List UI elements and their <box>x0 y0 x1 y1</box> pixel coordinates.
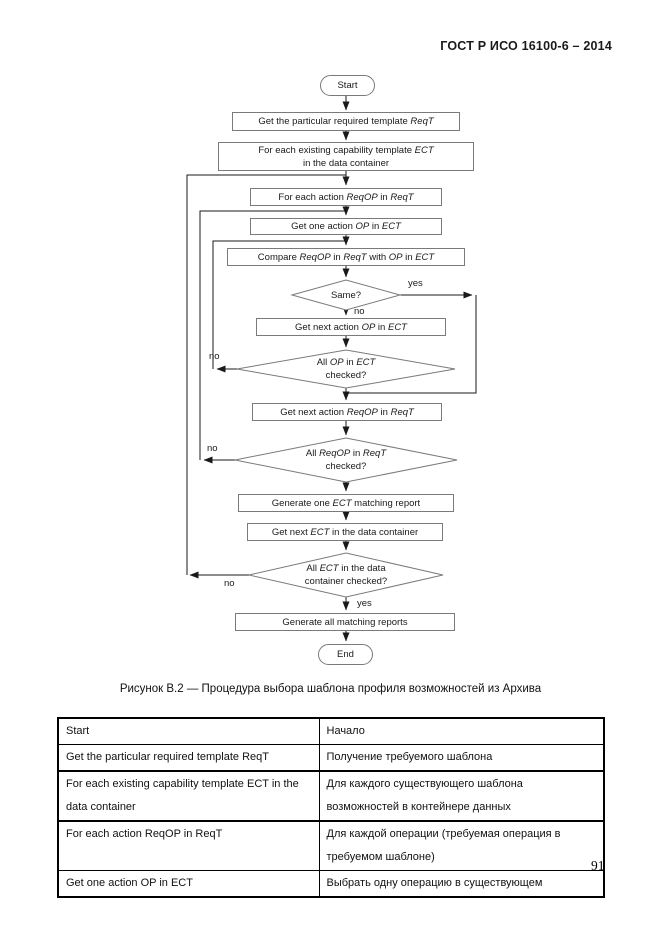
edge-label-no-same: no <box>354 306 365 317</box>
edge-label-yes-all-ect: yes <box>357 598 372 609</box>
table-cell-ru: Начало <box>318 718 604 745</box>
flowchart-node-end: End <box>318 644 373 665</box>
table-row: For each existing capability template EC… <box>58 771 604 822</box>
table-cell-en: Start <box>58 718 319 745</box>
flowchart-node-for-each-ect: For each existing capability template EC… <box>218 142 474 171</box>
flowchart-node-get-one-op: Get one action OP in ECT <box>250 218 442 235</box>
table-cell-ru: Для каждой операции (требуемая операция … <box>318 821 604 871</box>
flowchart-figure: Start Get the particular required templa… <box>186 75 477 665</box>
table-cell-en: Get the particular required template Req… <box>58 744 319 772</box>
figure-caption: Рисунок В.2 — Процедура выбора шаблона п… <box>119 683 542 695</box>
edge-label-yes-same: yes <box>408 278 423 289</box>
edge-label-no-all-reqop: no <box>207 443 218 454</box>
flowchart-node-get-required-template: Get the particular required template Req… <box>232 112 460 131</box>
edge-label-no-all-ect: no <box>224 578 235 589</box>
flowchart-node-get-next-op: Get next action OP in ECT <box>256 318 446 336</box>
flowchart-node-compare-ops: Compare ReqOP in ReqT with OP in ECT <box>227 248 465 266</box>
table-row: For each action ReqOP in ReqT Для каждой… <box>58 821 604 871</box>
edge-label-no-all-op: no <box>209 351 220 362</box>
flowchart-node-generate-one-report: Generate one ECT matching report <box>238 494 454 512</box>
flowchart-node-generate-all-reports: Generate all matching reports <box>235 613 455 631</box>
table-cell-ru: Получение требуемого шаблона <box>318 744 604 772</box>
table-cell-ru: Для каждого существующего шаблона возмож… <box>318 771 604 822</box>
table-cell-en: For each existing capability template EC… <box>58 771 319 822</box>
decision-label-same: Same? <box>330 289 362 301</box>
table-cell-en: Get one action OP in ECT <box>66 877 193 889</box>
translation-table: Start Начало Get the particular required… <box>57 717 605 898</box>
table-cell-en: For each action ReqOP in ReqT <box>58 821 319 871</box>
flowchart-node-for-each-reqop: For each action ReqOP in ReqT <box>250 188 442 206</box>
table-row: Start Начало <box>58 718 604 745</box>
flowchart-node-get-next-reqop: Get next action ReqOP in ReqT <box>252 403 442 421</box>
table-cell-ru: Выбрать одну операцию в существующем <box>318 870 604 897</box>
flowchart-node-get-next-ect: Get next ECT in the data container <box>247 523 443 541</box>
document-title: ГОСТ Р ИСО 16100-6 – 2014 <box>440 39 612 53</box>
table-row: Get one action OP in ECT Выбрать одну оп… <box>58 870 604 897</box>
flowchart-node-start: Start <box>320 75 375 96</box>
page-number: 91 <box>591 858 605 873</box>
table-row: Get the particular required template Req… <box>58 744 604 772</box>
